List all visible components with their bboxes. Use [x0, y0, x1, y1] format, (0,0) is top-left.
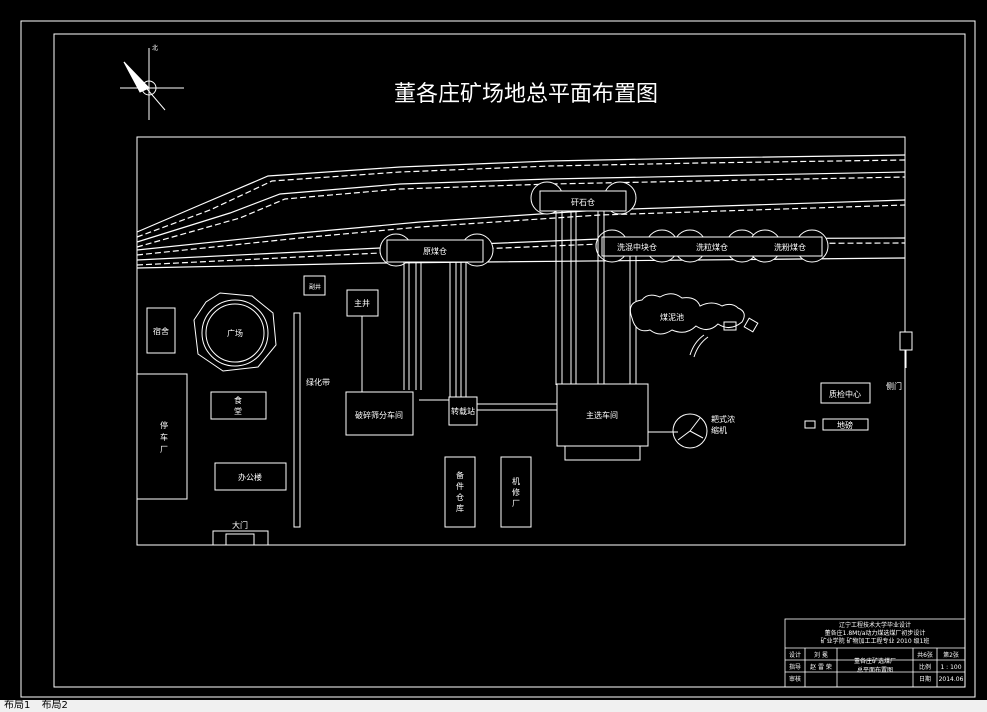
design-name: 刘 冕 [814, 651, 828, 659]
main-prep-plant-annex [564, 445, 641, 461]
tab-layout-1[interactable]: 布局1 [4, 700, 31, 711]
canteen-label: 食堂 [234, 395, 242, 416]
north-arrow-icon [120, 48, 184, 120]
rake-thickener [672, 413, 708, 449]
office-building [214, 462, 287, 491]
weighbridge-label: 地磅 [837, 420, 853, 430]
guide-label: 指导 [789, 663, 801, 671]
rake-thickener-label: 耙式浓缩机 [711, 414, 735, 435]
weighbridge [822, 418, 869, 431]
washed-fine-bin-label: 洗粉煤仓 [774, 242, 806, 252]
office-label: 办公楼 [238, 472, 262, 482]
conveyors [403, 211, 678, 433]
qc-center [820, 382, 871, 404]
washed-granular-bin-label: 洗粒煤仓 [696, 242, 728, 252]
auxiliary-shaft-label: 副井 [309, 283, 321, 291]
scale-label: 比例 [919, 663, 931, 671]
side-gate [899, 331, 913, 351]
slime-pond-label: 煤泥池 [660, 312, 684, 322]
main-gate-label: 大门 [232, 520, 248, 530]
layout-tab-bar: 布局1 布局2 [0, 700, 987, 712]
design-label: 设计 [789, 651, 801, 659]
drawing-title: 董各庄矿场地总平面布置图 [394, 82, 658, 107]
compass-north-label: 北 [152, 44, 158, 52]
garage [136, 373, 188, 500]
qc-center-label: 质检中心 [829, 389, 861, 399]
drawing-name-2: 总平面布置图 [857, 666, 893, 674]
machine-repair-shop [500, 456, 532, 528]
transfer-station [448, 396, 478, 426]
side-gate-label: 侧门 [886, 381, 902, 391]
date-value: 2014.06 [939, 676, 964, 683]
gangue-bin-label: 矸石仓 [571, 197, 595, 207]
transfer-station-label: 转载站 [451, 406, 475, 416]
title-block-line3: 矿业学院 矿物加工工程专业 2010 级1班 [821, 637, 930, 645]
title-block-line1: 辽宁工程技术大学毕业设计 [839, 621, 911, 629]
crushing-screening-workshop [345, 391, 414, 436]
crushing-screening-label: 破碎筛分车间 [355, 410, 403, 420]
inner-frame [53, 33, 966, 688]
outer-frame [20, 20, 976, 698]
gangue-bin [530, 181, 637, 215]
date-label: 日期 [919, 675, 931, 683]
drawing-name-1: 董各庄矿选煤厂 [854, 657, 896, 665]
title-block-line2: 董各庄1.8Mt/a动力煤选煤厂初步设计 [825, 629, 926, 637]
weighbridge-booth [804, 420, 816, 429]
auxiliary-shaft [303, 275, 326, 296]
raw-coal-bin [379, 233, 494, 267]
dormitory [146, 307, 176, 354]
guide-name: 赵 雷 荣 [810, 663, 832, 671]
plaza [193, 292, 277, 372]
tab-layout-2[interactable]: 布局2 [41, 700, 68, 711]
spare-parts-warehouse-label: 备件仓库 [456, 470, 464, 513]
main-shaft [346, 289, 379, 317]
sheet-number: 第2张 [943, 651, 959, 659]
raw-coal-bin-label: 原煤仓 [423, 246, 447, 256]
garage-label: 停车厂 [160, 420, 168, 454]
plaza-label: 广场 [227, 328, 243, 338]
title-block [784, 618, 966, 688]
scale-value: 1 : 100 [940, 664, 961, 671]
main-gate [212, 530, 269, 546]
excavator-icon [689, 317, 759, 358]
sheet-count: 共6张 [917, 651, 933, 659]
machine-repair-label: 机修厂 [512, 476, 520, 508]
slime-pond [629, 293, 745, 335]
review-label: 审核 [789, 675, 801, 683]
dormitory-label: 宿舍 [153, 326, 169, 336]
green-belt [293, 312, 301, 528]
main-prep-plant-label: 主选车间 [586, 410, 618, 420]
green-belt-label: 绿化带 [306, 377, 330, 387]
canteen [210, 391, 267, 420]
washed-middling-bin-label: 洗混中块仓 [617, 242, 657, 252]
product-bins [595, 229, 829, 263]
spare-parts-warehouse [444, 456, 476, 528]
main-shaft-label: 主井 [354, 298, 370, 308]
